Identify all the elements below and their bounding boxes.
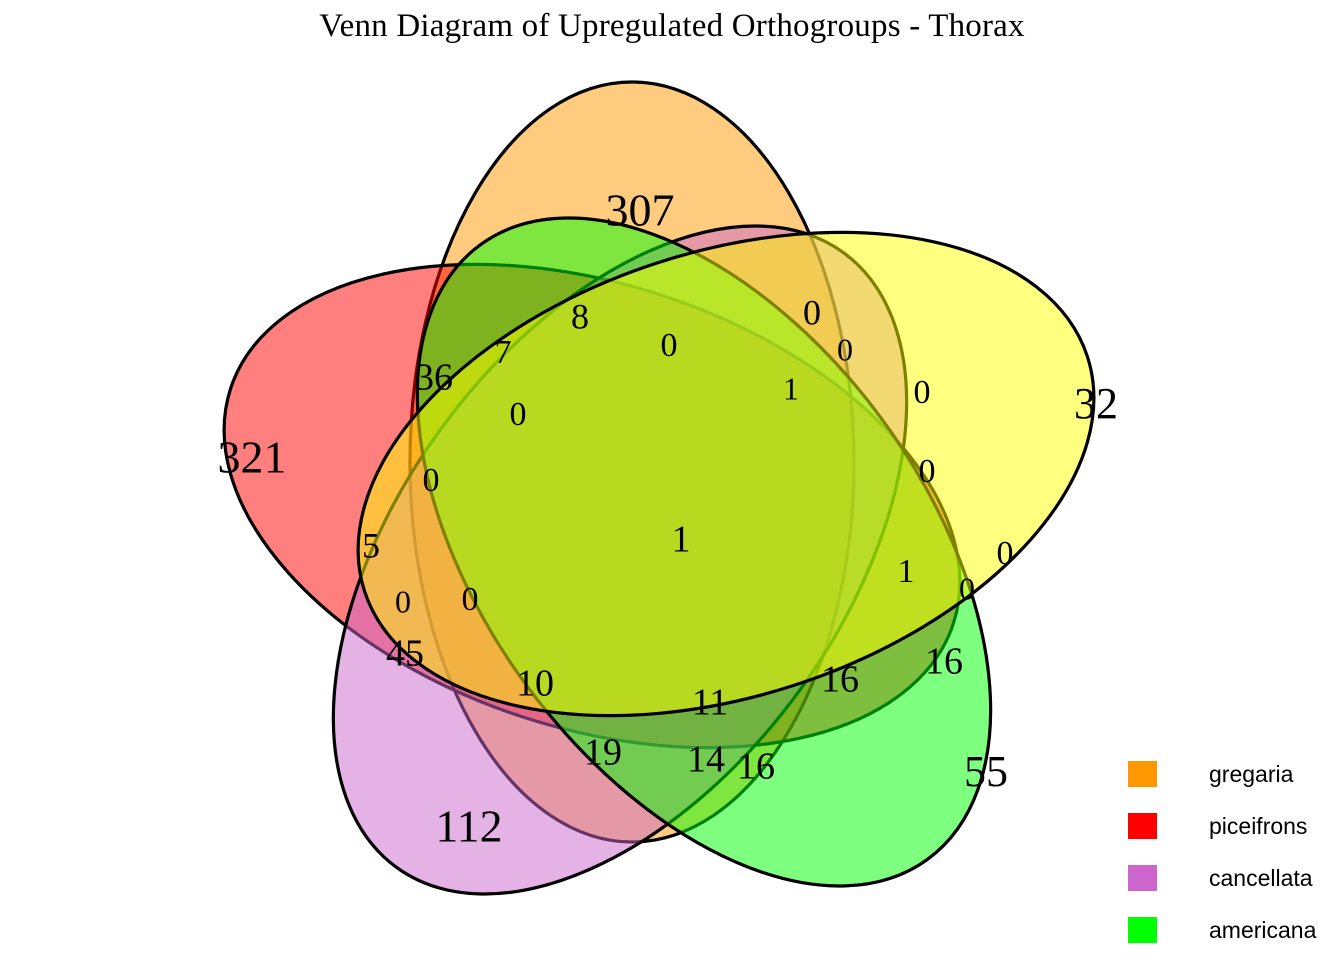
venn-count-gregaria-cancellata: 0 [462, 581, 479, 618]
venn-count-cancellata-americana-cubense-gregaria: 16 [821, 659, 859, 701]
venn-count-gregaria: 307 [606, 185, 675, 236]
venn-count-piceifrons-cancellata: 5 [362, 525, 380, 565]
venn-count-cubense: 32 [1074, 379, 1118, 428]
legend-label-piceifrons: piceifrons [1209, 812, 1308, 839]
venn-count-gregaria-piceifrons-americana: 7 [495, 334, 512, 371]
venn-count-cancellata-americana-cubense-gregaria-piceifrons: 16 [737, 746, 775, 788]
legend-item-americana[interactable]: americana [1128, 904, 1344, 956]
legend: gregaria piceifrons cancellata americana cub… [1128, 748, 1344, 960]
venn-count-cancellata-americana-piceifrons: 19 [584, 732, 622, 774]
venn-count-cubense-piceifrons: 0 [914, 374, 931, 411]
venn-count-cubense-americana: 0 [997, 535, 1014, 572]
venn-count-gregaria-piceifrons-cancellata: 0 [423, 462, 440, 499]
venn-count-cancellata-americana-cubense-piceifrons: 14 [687, 739, 725, 781]
legend-item-cubense[interactable]: cubense [1128, 956, 1344, 960]
venn-count-gregaria-americana-cubense-piceifrons: 1 [783, 370, 799, 406]
legend-label-americana: americana [1209, 916, 1317, 943]
venn-count-gregaria-piceifrons: 36 [415, 357, 453, 399]
legend-item-gregaria[interactable]: gregaria [1128, 748, 1344, 800]
legend-item-piceifrons[interactable]: piceifrons [1128, 800, 1344, 852]
venn-count-piceifrons-cancellata-gregaria: 0 [395, 583, 411, 619]
venn-count-piceifrons: 321 [218, 432, 287, 483]
legend-label-gregaria: gregaria [1209, 760, 1294, 787]
legend-swatch-gregaria [1128, 761, 1157, 787]
venn-count-gregaria-cubense-piceifrons: 0 [837, 331, 853, 367]
venn-count-gregaria-cubense: 0 [803, 292, 821, 332]
legend-swatch-piceifrons [1128, 813, 1157, 839]
venn-count-cancellata-cubense-americana: 16 [925, 641, 963, 683]
venn-count-cancellata-americana-cubense: 11 [692, 682, 729, 724]
legend-swatch-cancellata [1128, 865, 1157, 891]
venn-count-cancellata: 112 [435, 801, 502, 852]
legend-swatch-americana [1128, 917, 1157, 943]
venn-count-gregaria-piceifrons-cancellata-americana-cubense: 1 [672, 519, 691, 561]
venn-count-gregaria-americana-cubense: 0 [661, 327, 678, 364]
venn-count-americana: 55 [964, 747, 1008, 796]
venn-count-cubense-piceifrons-americana: 0 [919, 453, 936, 490]
legend-item-cancellata[interactable]: cancellata [1128, 852, 1344, 904]
venn-count-piceifrons-cancellata-americana: 45 [386, 633, 424, 675]
venn-count-gregaria-americana: 8 [571, 296, 589, 336]
venn-count-cubense-americana-piceifrons: 1 [898, 553, 915, 590]
legend-label-cancellata: cancellata [1209, 864, 1313, 891]
venn-count-cubense-americana-cancellata: 0 [959, 570, 975, 606]
venn-count-gregaria-piceifrons-cancellata-americana: 10 [516, 663, 554, 705]
venn-ellipse-cubense [356, 230, 1096, 718]
venn-count-piceifrons-americana-gregaria: 0 [510, 396, 527, 433]
venn-ellipse-group [222, 80, 1096, 896]
page-title: Venn Diagram of Upregulated Orthogroups … [319, 8, 1025, 44]
